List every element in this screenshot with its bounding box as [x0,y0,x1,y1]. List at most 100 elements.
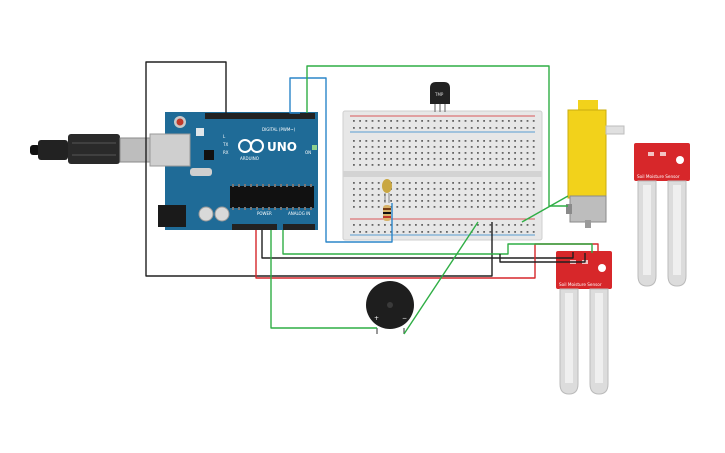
breadboard-hole [477,200,479,202]
breadboard-hole [532,120,535,122]
breadboard-hole [421,158,423,160]
breadboard-hole [371,194,374,196]
breadboard-hole [359,120,361,122]
breadboard-hole [396,194,399,196]
breadboard-hole [526,224,529,226]
breadboard-hole [483,140,485,142]
breadboard-hole [439,200,442,202]
breadboard-hole [365,224,368,226]
breadboard-hole [359,146,361,148]
soil-moisture-sensor-right[interactable]: Soil Moisture Sensor [634,143,690,287]
breadboard-hole [439,182,442,184]
breadboard-hole [439,127,442,129]
breadboard-hole [384,120,386,122]
breadboard-hole [359,231,361,233]
breadboard-hole [520,164,523,166]
breadboard-hole [501,120,504,122]
breadboard-hole [452,194,454,196]
breadboard-hole [439,206,442,208]
breadboard-hole [384,152,386,154]
breadboard-hole [421,188,423,190]
breadboard-hole [415,206,417,208]
dc-motor[interactable] [566,100,625,228]
breadboard-hole [470,152,473,154]
breadboard-hole [532,231,535,233]
breadboard-hole [446,127,448,129]
led[interactable] [382,179,392,203]
breadboard-hole [514,127,516,129]
temperature-sensor[interactable]: TMP [430,82,450,112]
breadboard-hole [526,140,529,142]
breadboard-hole [365,127,368,129]
breadboard-hole [408,231,411,233]
breadboard-hole [495,188,498,190]
breadboard-hole [514,182,516,184]
breadboard-hole [446,224,448,226]
breadboard-hole [508,164,510,166]
breadboard-hole [477,140,479,142]
breadboard-hole [402,194,405,196]
breadboard-hole [433,146,436,148]
breadboard-hole [520,206,523,208]
breadboard-hole [495,152,498,154]
breadboard-hole [421,127,423,129]
breadboard-hole [458,146,461,148]
breadboard-hole [408,194,411,196]
breadboard-hole [390,224,392,226]
arduino-uno-board[interactable]: UNO ARDUINO DIGITAL (PWM~) POWER ANALOG … [149,112,318,230]
breadboard-hole [421,152,423,154]
breadboard-hole [353,188,355,190]
breadboard-hole [458,127,461,129]
breadboard-hole [415,231,417,233]
breadboard-hole [526,182,529,184]
breadboard-hole [365,152,368,154]
breadboard[interactable] [342,110,543,241]
breadboard-hole [514,120,516,122]
breadboard-hole [371,158,374,160]
breadboard-hole [477,152,479,154]
breadboard-hole [526,146,529,148]
breadboard-hole [477,188,479,190]
breadboard-hole [415,120,417,122]
breadboard-hole [464,158,467,160]
breadboard-hole [353,182,355,184]
power-jack [158,205,186,227]
wire-red-5v [255,230,599,279]
breadboard-hole [408,182,411,184]
breadboard-hole [508,158,510,160]
breadboard-hole [446,194,448,196]
breadboard-hole [483,158,485,160]
breadboard-hole [427,200,430,202]
breadboard-hole [514,194,516,196]
breadboard-hole [464,120,467,122]
piezo-buzzer[interactable]: + − [366,281,414,334]
breadboard-hole [353,231,355,233]
resistor[interactable] [383,205,391,221]
breadboard-hole [489,224,492,226]
wire-green-buzzer-plus [270,230,377,329]
breadboard-hole [452,224,454,226]
wire-green-buzzer [282,230,593,255]
wire-black-sensor [499,253,586,263]
breadboard-hole [371,140,374,142]
breadboard-hole [446,231,448,233]
breadboard-hole [371,224,374,226]
breadboard-hole [359,200,361,202]
breadboard-hole [452,140,454,142]
breadboard-hole [532,224,535,226]
breadboard-hole [446,140,448,142]
breadboard-hole [384,231,386,233]
breadboard-hole [458,224,461,226]
breadboard-hole [501,140,504,142]
sensor-left-label: Soil Moisture Sensor [559,282,602,287]
breadboard-hole [458,152,461,154]
breadboard-hole [470,206,473,208]
breadboard-hole [384,224,386,226]
breadboard-hole [495,127,498,129]
soil-moisture-sensor-left[interactable]: Soil Moisture Sensor [556,251,612,395]
breadboard-hole [483,164,485,166]
breadboard-hole [439,164,442,166]
breadboard-hole [396,152,399,154]
breadboard-hole [415,152,417,154]
breadboard-hole [446,120,448,122]
